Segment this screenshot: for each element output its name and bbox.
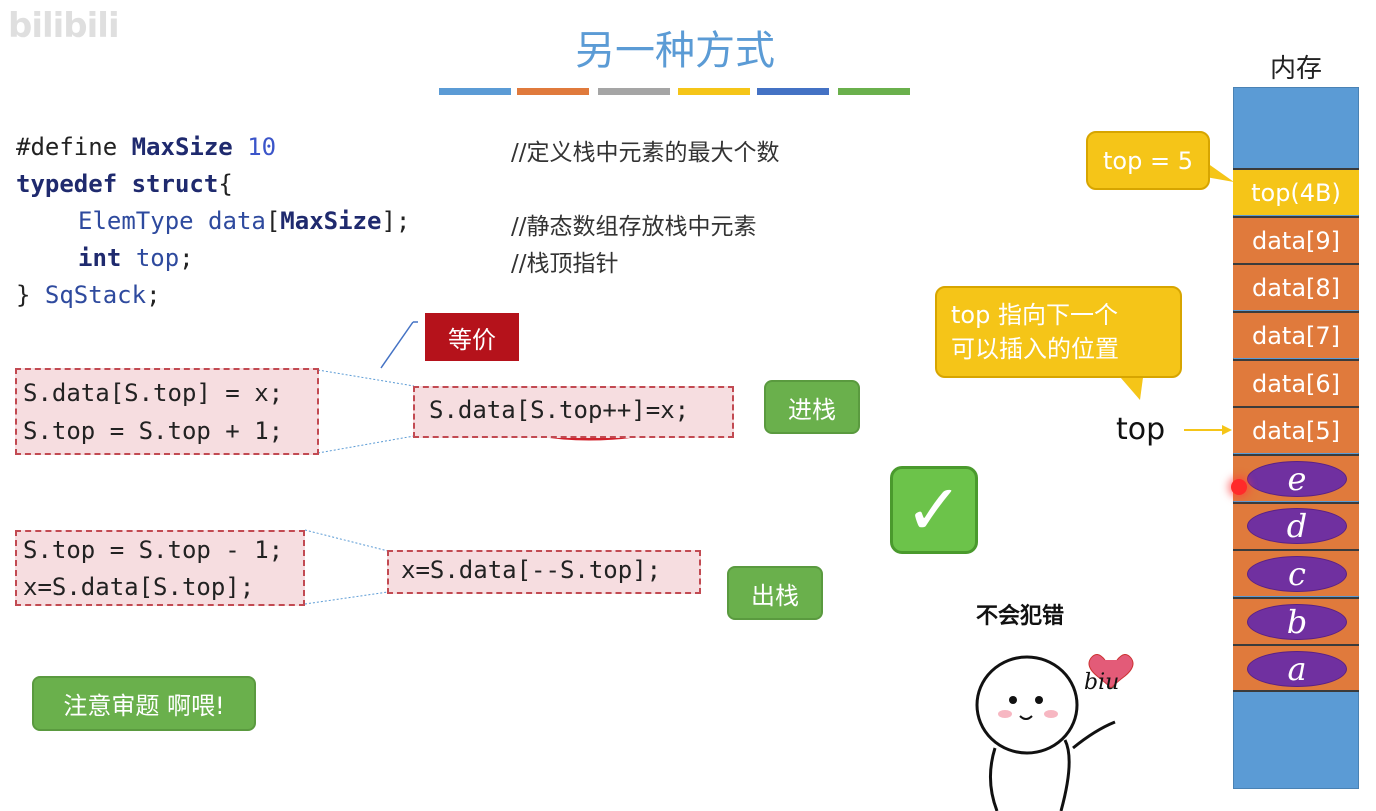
pop-combined-box: x=S.data[--S.top];: [387, 550, 701, 594]
element-e: e: [1247, 460, 1347, 498]
memory-label: 内存: [1270, 54, 1323, 84]
title-bar-2: [517, 88, 589, 95]
element-c: c: [1247, 555, 1347, 593]
code-line-2: typedef struct{: [16, 170, 233, 198]
push-two-line-box: S.data[S.top] = x; S.top = S.top + 1;: [15, 368, 319, 455]
push-line-1: S.data[S.top] = x;: [23, 379, 284, 407]
title-bar-4: [678, 88, 750, 95]
pop-bubble: 出栈: [727, 566, 823, 620]
code-line-3: ElemType data[MaxSize];: [78, 207, 411, 235]
element-d: d: [1247, 507, 1347, 545]
title-bar-1: [439, 88, 511, 95]
memory-cell: data[9]: [1233, 216, 1359, 263]
title-bar-3: [598, 88, 670, 95]
top-cell: top(4B): [1233, 168, 1359, 215]
pop-line-1: S.top = S.top - 1;: [23, 536, 284, 564]
push-bubble: 进栈: [764, 380, 860, 434]
element-a: a: [1247, 650, 1347, 688]
code-line-1: #define MaxSize 10: [16, 133, 277, 161]
sticker-character: [975, 654, 1134, 811]
check-mark-icon: ✓: [890, 466, 978, 554]
equivalent-label: 等价: [425, 313, 519, 361]
explain-line-1: top 指向下一个: [951, 301, 1118, 329]
title-bar-5: [757, 88, 829, 95]
sticker-caption: 不会犯错: [976, 604, 1065, 629]
top-pointer-label: top: [1116, 412, 1166, 447]
note-bubble: 注意审题 啊喂!: [32, 676, 256, 731]
sticker-biu: biu: [1084, 670, 1120, 695]
top-value-callout: top = 5: [1086, 131, 1210, 190]
memory-cell: data[8]: [1233, 263, 1359, 310]
memory-cell: data[6]: [1233, 359, 1359, 406]
top-explain-callout: top 指向下一个 可以插入的位置: [935, 286, 1182, 378]
title-bar-6: [838, 88, 910, 95]
code-comment-1: //定义栈中元素的最大个数: [511, 140, 780, 166]
push-combined-box: S.data[S.top++]=x;: [413, 386, 734, 438]
laser-pointer-dot: [1231, 479, 1247, 495]
element-b: b: [1247, 603, 1347, 641]
memory-cell: data[5]: [1233, 406, 1359, 453]
explain-line-2: 可以插入的位置: [951, 335, 1119, 363]
code-comment-3: //静态数组存放栈中元素: [511, 214, 757, 240]
pop-line-2: x=S.data[S.top];: [23, 573, 255, 601]
push-line-2: S.top = S.top + 1;: [23, 417, 284, 445]
pop-two-line-box: S.top = S.top - 1; x=S.data[S.top];: [15, 530, 305, 606]
memory-cell: data[7]: [1233, 311, 1359, 358]
code-line-4: int top;: [78, 244, 194, 272]
code-comment-4: //栈顶指针: [511, 251, 619, 277]
code-line-5: } SqStack;: [16, 281, 161, 309]
bilibili-watermark: bilibili: [8, 6, 120, 46]
slide-title: 另一种方式: [575, 28, 775, 74]
